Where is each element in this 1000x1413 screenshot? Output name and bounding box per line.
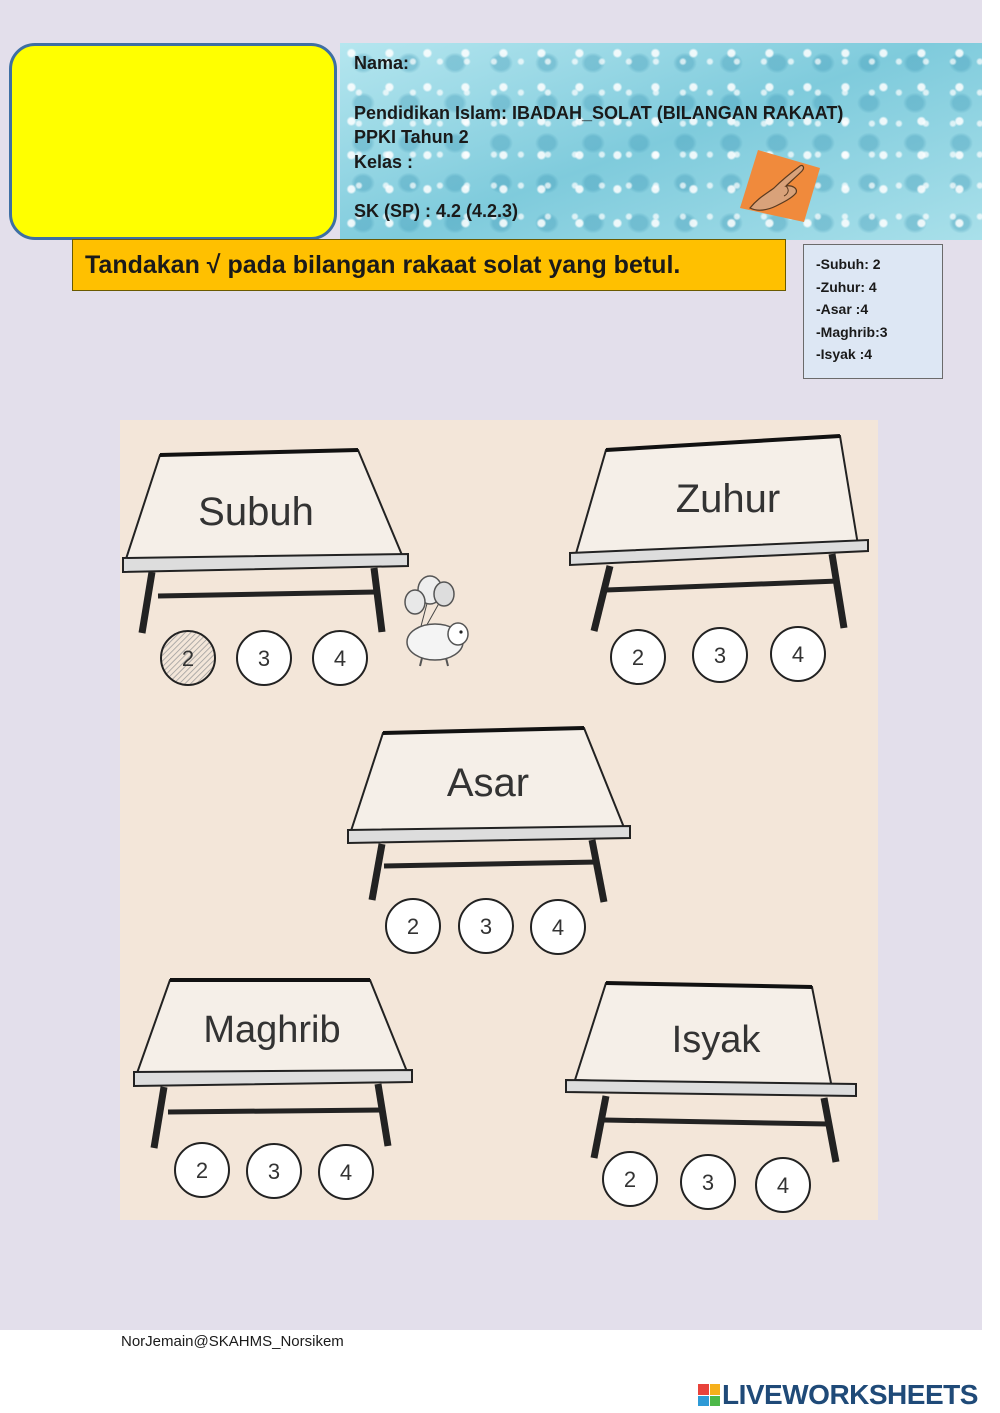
exercise-sheet: Subuh 2 3 4 (120, 420, 878, 1220)
option-maghrib-4[interactable] (318, 1144, 374, 1200)
option-label: 4 (334, 646, 346, 671)
answer-key-box: -Subuh: 2 -Zuhur: 4 -Asar :4 -Maghrib:3 … (803, 244, 943, 379)
option-subuh-4[interactable] (312, 630, 368, 686)
header-banner (340, 43, 982, 240)
option-label: 3 (714, 643, 726, 668)
subject-title: Pendidikan Islam: IBADAH_SOLAT (BILANGAN… (354, 103, 844, 123)
table-zuhur: Zuhur 2 3 4 (569, 434, 869, 685)
kelas-label: Kelas : (354, 152, 414, 172)
standard-code: SK (SP) : 4.2 (4.2.3) (354, 201, 519, 221)
option-label: 2 (624, 1167, 636, 1192)
answer-key-item: -Subuh: 2 (816, 256, 881, 272)
option-label: 2 (407, 914, 419, 939)
option-label: 3 (258, 646, 270, 671)
option-label: 2 (632, 645, 644, 670)
instruction-text: Tandakan √ pada bilangan rakaat solat ya… (85, 251, 681, 279)
option-maghrib-2[interactable] (174, 1142, 230, 1198)
option-label: 4 (552, 915, 564, 940)
option-label: 4 (777, 1173, 789, 1198)
answer-key-item: -Isyak :4 (816, 346, 873, 362)
option-label: 3 (702, 1170, 714, 1195)
option-label: 2 (182, 646, 194, 671)
option-label: 3 (480, 914, 492, 939)
option-zuhur-3[interactable] (692, 627, 748, 683)
brand-name: LIVEWORKSHEETS (722, 1379, 978, 1410)
option-label: 2 (196, 1158, 208, 1183)
option-asar-3[interactable] (458, 898, 514, 954)
student-name-box[interactable] (9, 43, 337, 240)
pointing-hand-icon (740, 150, 820, 222)
answer-key-item: -Zuhur: 4 (816, 278, 877, 295)
option-isyak-4[interactable] (755, 1157, 811, 1213)
table-subuh: Subuh 2 3 4 (122, 448, 409, 686)
option-maghrib-3[interactable] (246, 1143, 302, 1199)
prayer-name-asar: Asar (447, 761, 529, 805)
option-asar-4[interactable] (530, 899, 586, 955)
table-asar: Asar 2 3 4 (347, 726, 631, 955)
name-label: Nama: (354, 53, 410, 73)
liveworksheets-logo[interactable]: LIVEWORKSHEETS (698, 1378, 978, 1412)
option-zuhur-2[interactable] (610, 629, 666, 685)
table-maghrib: Maghrib 2 3 4 (133, 978, 413, 1200)
exercise-illustration: Subuh 2 3 4 (122, 434, 869, 1213)
instruction-banner: Tandakan √ pada bilangan rakaat solat ya… (72, 239, 786, 291)
prayer-name-maghrib: Maghrib (203, 1009, 340, 1051)
option-asar-2[interactable] (385, 898, 441, 954)
prayer-name-zuhur: Zuhur (676, 477, 781, 521)
prayer-name-isyak: Isyak (672, 1019, 762, 1061)
prayer-name-subuh: Subuh (198, 490, 314, 534)
sheep-balloon-icon (404, 575, 469, 667)
option-isyak-3[interactable] (680, 1154, 736, 1210)
option-label: 4 (792, 642, 804, 667)
answer-key-item: -Maghrib:3 (816, 323, 888, 340)
option-label: 4 (340, 1160, 352, 1185)
footer-credit: NorJemain@SKAHMS_Norsikem (121, 1333, 344, 1350)
option-subuh-3[interactable] (236, 630, 292, 686)
option-isyak-2[interactable] (602, 1151, 658, 1207)
answer-key-item: -Asar :4 (816, 301, 869, 317)
class-level: PPKI Tahun 2 (354, 127, 469, 147)
option-zuhur-4[interactable] (770, 626, 826, 682)
table-isyak: Isyak 2 3 4 (565, 981, 857, 1213)
brand-icon (698, 1384, 720, 1406)
option-label: 3 (268, 1159, 280, 1184)
option-subuh-2[interactable] (160, 630, 216, 686)
